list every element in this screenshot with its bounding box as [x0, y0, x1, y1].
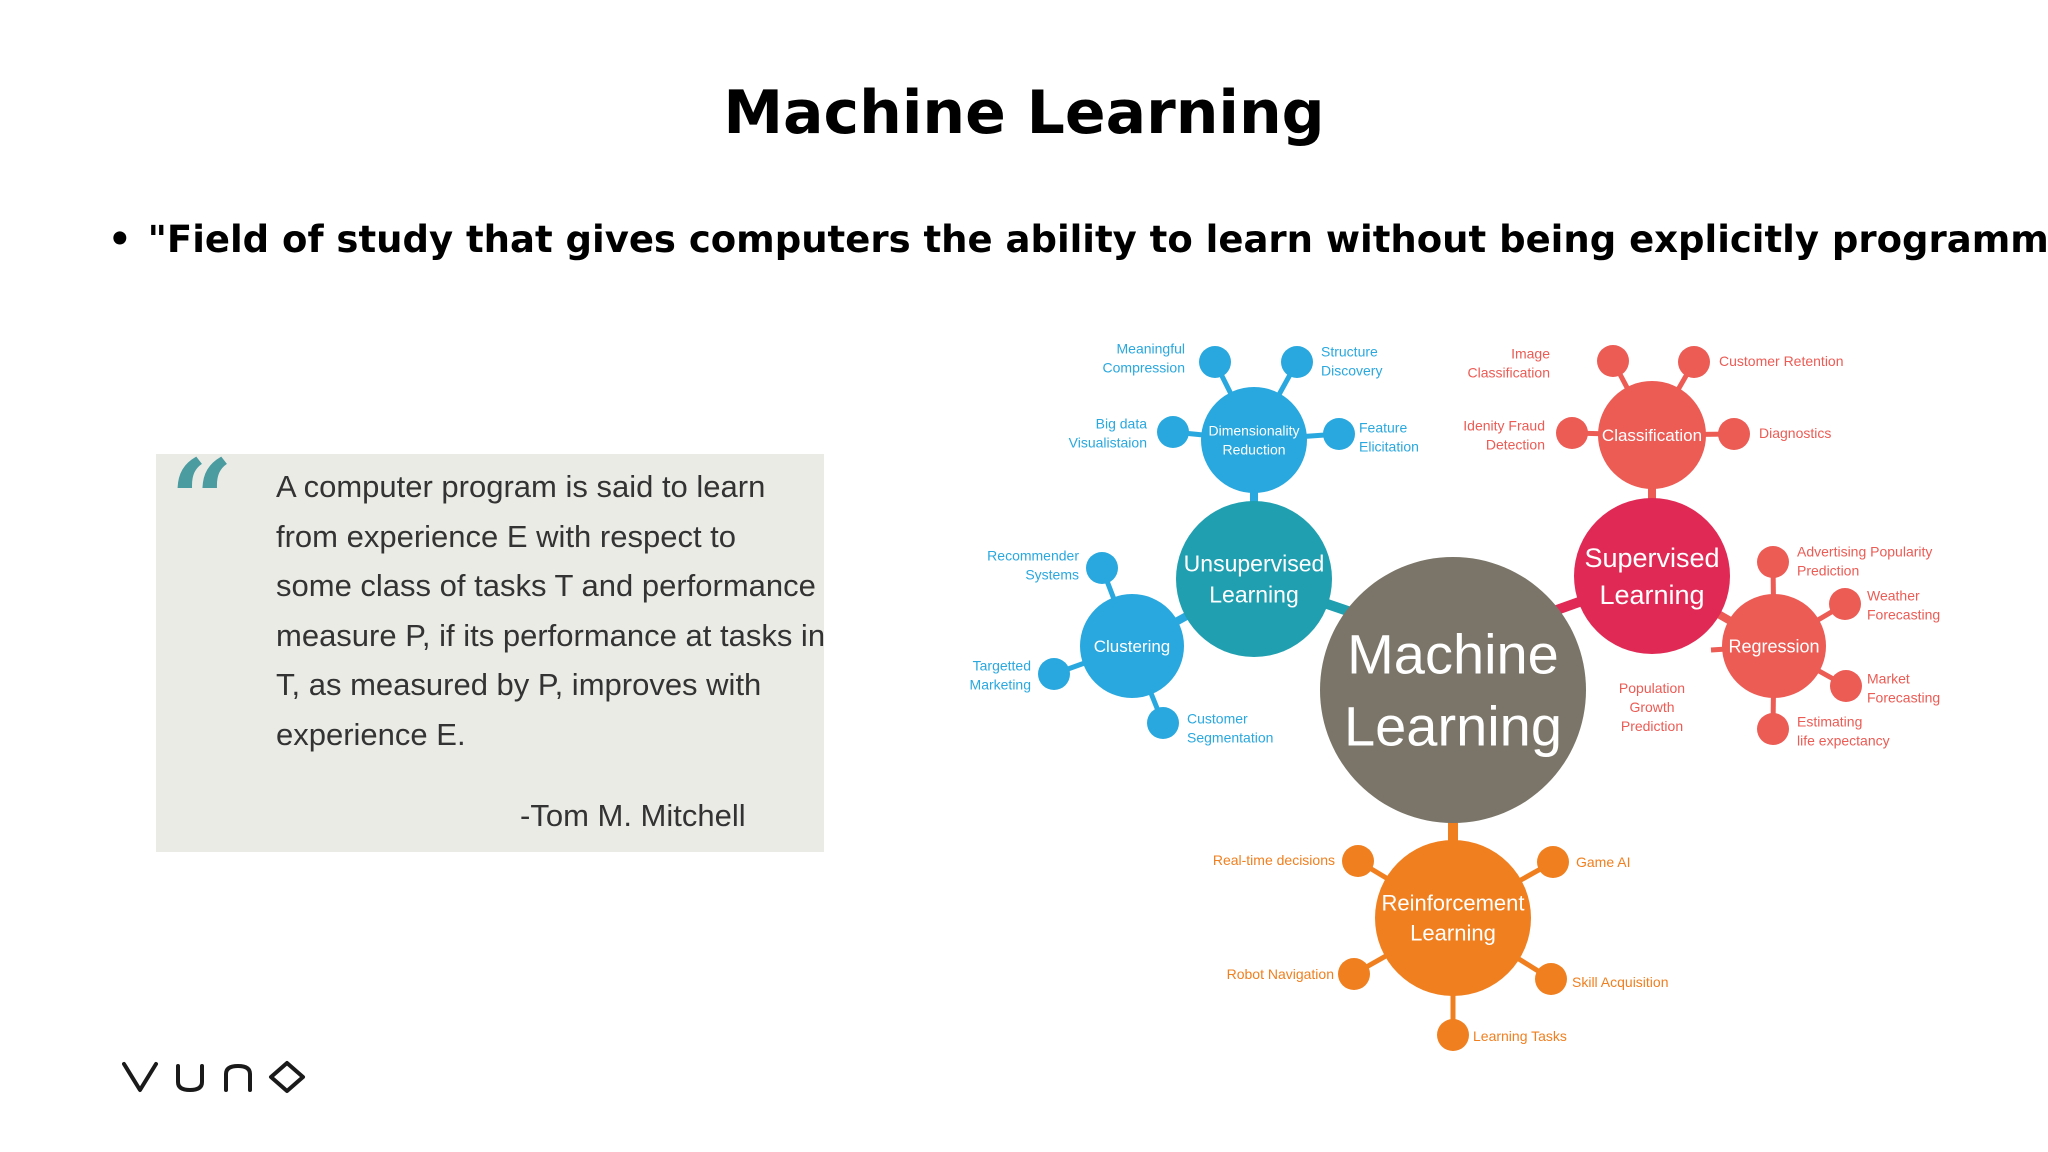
quote-line: some class of tasks T and performance — [276, 568, 816, 604]
quote-line: experience E. — [276, 716, 466, 752]
supervised-learning-node — [1574, 498, 1730, 654]
unsupervised-learning-node — [1176, 501, 1332, 657]
quote-text: A computer program is said to learn from… — [276, 462, 826, 760]
machine-learning-center-node — [1320, 557, 1586, 823]
leaf-feature-elicitation-node — [1323, 418, 1355, 450]
regression-node-label: Regression — [1728, 636, 1819, 656]
leaf-weather-forecasting-node — [1829, 588, 1861, 620]
definition-text: "Field of study that gives computers the… — [147, 218, 2048, 261]
leaf-game-ai: Game AI — [1576, 854, 1630, 870]
leaf-diagnostics: Diagnostics — [1759, 425, 1831, 441]
leaf-robot-navigation-node — [1338, 958, 1370, 990]
regression-node — [1722, 594, 1826, 698]
vuno-logo-icon — [122, 1061, 305, 1093]
reinforcement-learning-node — [1375, 840, 1531, 996]
quote-line: T, as measured by P, improves with — [276, 667, 762, 703]
bullet-dot: • — [108, 218, 132, 261]
leaf-learning-tasks-node — [1437, 1019, 1469, 1051]
leaf-customer-retention-node — [1678, 346, 1710, 378]
leaf-market-forecasting-node — [1830, 670, 1862, 702]
leaf-identity-fraud-detection-node — [1556, 417, 1588, 449]
classification-node — [1598, 381, 1706, 489]
leaf-estimating-life-expectancy-node — [1757, 713, 1789, 745]
leaf-robot-navigation: Robot Navigation — [1227, 966, 1334, 982]
leaf-structure-discovery-node — [1281, 346, 1313, 378]
leaf-game-ai-node — [1537, 846, 1569, 878]
classification-node-label: Classification — [1602, 426, 1702, 445]
leaf-learning-tasks: Learning Tasks — [1473, 1028, 1567, 1044]
leaf-meaningful-compression-node — [1199, 346, 1231, 378]
leaf-advertising-popularity-node — [1757, 546, 1789, 578]
clustering-node — [1080, 594, 1184, 698]
leaf-customer-segmentation-node — [1147, 707, 1179, 739]
quote-card — [156, 454, 824, 852]
dimensionality-reduction-node — [1201, 387, 1307, 493]
slide-title: Machine Learning — [723, 78, 1325, 148]
quote-line: measure P, if its performance at tasks i… — [276, 617, 826, 653]
quote-line: A computer program is said to learn — [276, 469, 766, 504]
leaf-big-data-visualisation-node — [1157, 416, 1189, 448]
leaf-real-time-decisions-node — [1342, 845, 1374, 877]
leaf-customer-retention: Customer Retention — [1719, 353, 1844, 369]
quote-mark-icon: “ — [170, 435, 234, 564]
clustering-node-label: Clustering — [1094, 637, 1171, 656]
leaf-skill-acquisition-node — [1535, 963, 1567, 995]
leaf-targetted-marketing-node — [1038, 658, 1070, 690]
leaf-skill-acquisition: Skill Acquisition — [1572, 974, 1669, 990]
leaf-real-time-decisions: Real-time decisions — [1213, 852, 1335, 868]
quote-line: from experience E with respect to — [276, 518, 737, 554]
leaf-diagnostics-node — [1718, 418, 1750, 450]
leaf-image-classification-node — [1597, 345, 1629, 377]
leaf-recommender-systems-node — [1086, 552, 1118, 584]
definition-bullet: • "Field of study that gives computers th… — [108, 218, 2048, 261]
quote-author: -Tom M. Mitchell — [520, 798, 746, 833]
